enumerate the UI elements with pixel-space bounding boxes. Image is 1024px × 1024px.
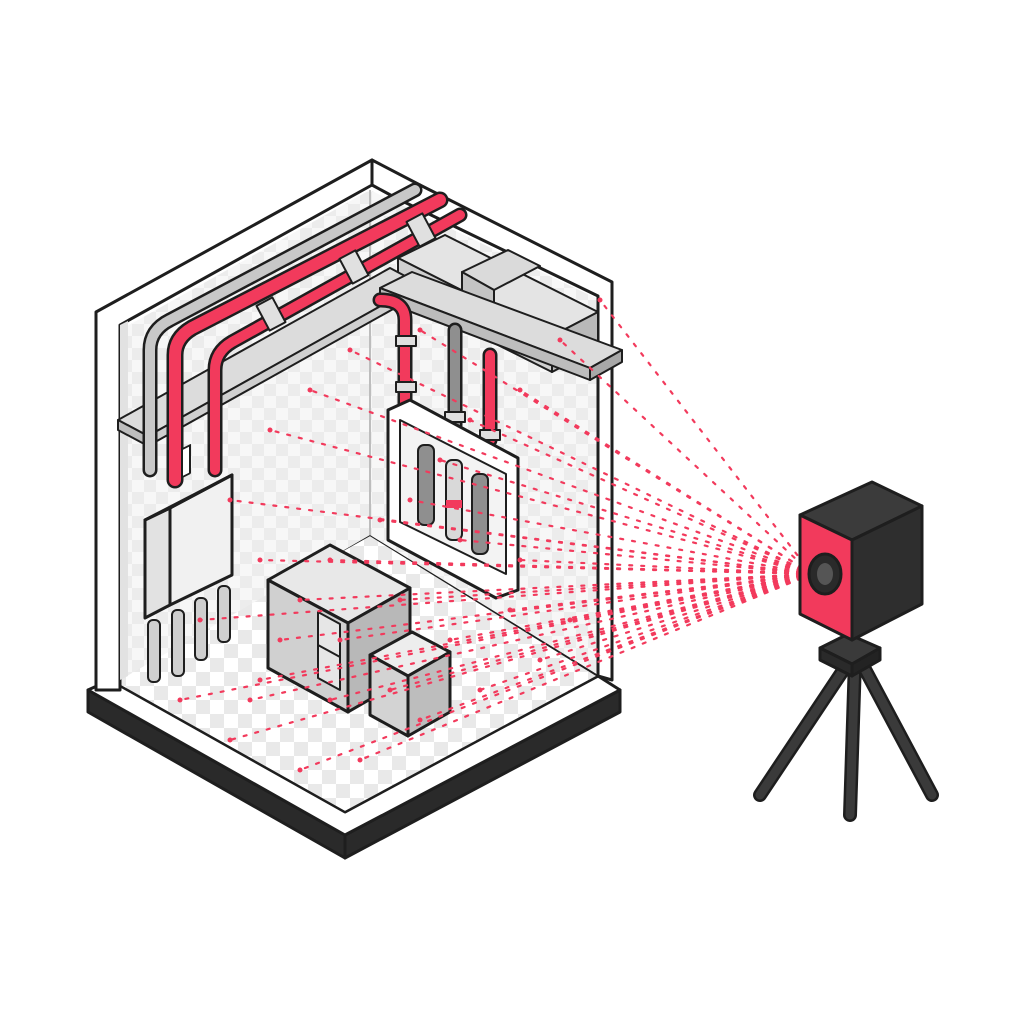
scan-point xyxy=(227,497,233,503)
laser-beam xyxy=(518,388,814,576)
laser-beam xyxy=(598,298,814,576)
laser-beam xyxy=(308,388,814,576)
scan-point xyxy=(567,617,573,623)
laser-beam xyxy=(458,538,814,576)
overhead-pipes xyxy=(142,182,501,489)
laser-beam xyxy=(558,338,814,576)
scan-point xyxy=(337,637,343,643)
scan-point xyxy=(327,557,333,563)
panel-left-face xyxy=(143,506,172,620)
cable-tray-right xyxy=(379,271,623,381)
scan-point xyxy=(257,557,263,563)
left-wall-inner-edge xyxy=(120,321,128,680)
laser-beam xyxy=(358,572,814,762)
scan-point xyxy=(457,537,463,543)
laser-beam xyxy=(338,572,814,642)
scan-point xyxy=(197,617,203,623)
tripod-icon xyxy=(753,632,939,822)
laser-beam xyxy=(468,418,814,576)
pipe-clamp xyxy=(395,335,417,347)
laser-beam xyxy=(418,328,814,576)
laser-beam xyxy=(258,572,814,682)
scan-point xyxy=(277,637,283,643)
laser-beam xyxy=(508,572,814,612)
scan-point xyxy=(257,677,263,683)
laser-beam xyxy=(348,348,814,576)
scan-point xyxy=(357,757,363,763)
right-wall-panel xyxy=(386,398,520,600)
scan-point xyxy=(417,327,423,333)
laser-beam xyxy=(228,498,814,576)
scan-point xyxy=(507,607,513,613)
scan-point xyxy=(387,687,393,693)
laser-beam xyxy=(268,428,814,576)
scan-points xyxy=(177,297,603,773)
laser-beam xyxy=(258,558,814,576)
panel-handle xyxy=(181,444,191,479)
pipe-clamp xyxy=(444,411,466,423)
laser-beam xyxy=(228,572,814,742)
scan-point xyxy=(297,597,303,603)
scan-point xyxy=(437,457,443,463)
scan-point xyxy=(227,737,233,743)
pipe-clamp xyxy=(255,296,287,332)
scan-point xyxy=(307,387,313,393)
scan-point xyxy=(477,687,483,693)
laser-beam xyxy=(438,458,814,576)
scan-point xyxy=(377,517,383,523)
scan-point xyxy=(177,697,183,703)
pipe-clamp xyxy=(395,381,417,393)
laser-beam xyxy=(538,572,814,662)
laser-beam xyxy=(398,572,814,602)
scanner-side xyxy=(850,504,924,642)
laser-beam xyxy=(278,572,814,642)
pipe-clamp xyxy=(338,249,370,285)
pipe-clamp xyxy=(405,212,437,248)
scan-point xyxy=(417,717,423,723)
scan-point xyxy=(247,697,253,703)
scan-point xyxy=(597,297,603,303)
laser-beam xyxy=(418,572,814,722)
scan-point xyxy=(517,387,523,393)
scan-point xyxy=(397,597,403,603)
scan-point xyxy=(467,417,473,423)
laser-scanner-on-tripod xyxy=(753,480,939,822)
scan-point xyxy=(517,557,523,563)
tray-right-end xyxy=(589,349,623,381)
scan-point xyxy=(537,657,543,663)
scan-point xyxy=(557,337,563,343)
red-breaker-band xyxy=(446,500,462,508)
scan-point xyxy=(267,427,273,433)
panel-conduits-below xyxy=(147,585,231,683)
scan-point xyxy=(407,497,413,503)
pipe-clamp xyxy=(479,429,501,441)
panel-top xyxy=(143,473,234,522)
breaker-column xyxy=(417,444,435,526)
laser-beam xyxy=(298,572,814,772)
scan-point xyxy=(327,697,333,703)
large-cabinet xyxy=(266,543,412,714)
laser-beams xyxy=(178,298,814,772)
laser-beam xyxy=(248,572,814,702)
laser-beam xyxy=(328,572,814,702)
laser-scanner-icon xyxy=(798,480,924,642)
scan-point xyxy=(347,347,353,353)
scan-point xyxy=(447,637,453,643)
laser-beam xyxy=(408,498,814,576)
scan-point xyxy=(297,767,303,773)
left-electrical-panel xyxy=(143,444,234,683)
laser-beam xyxy=(388,572,814,692)
small-cabinet xyxy=(368,630,452,738)
laser-beam xyxy=(448,572,814,642)
